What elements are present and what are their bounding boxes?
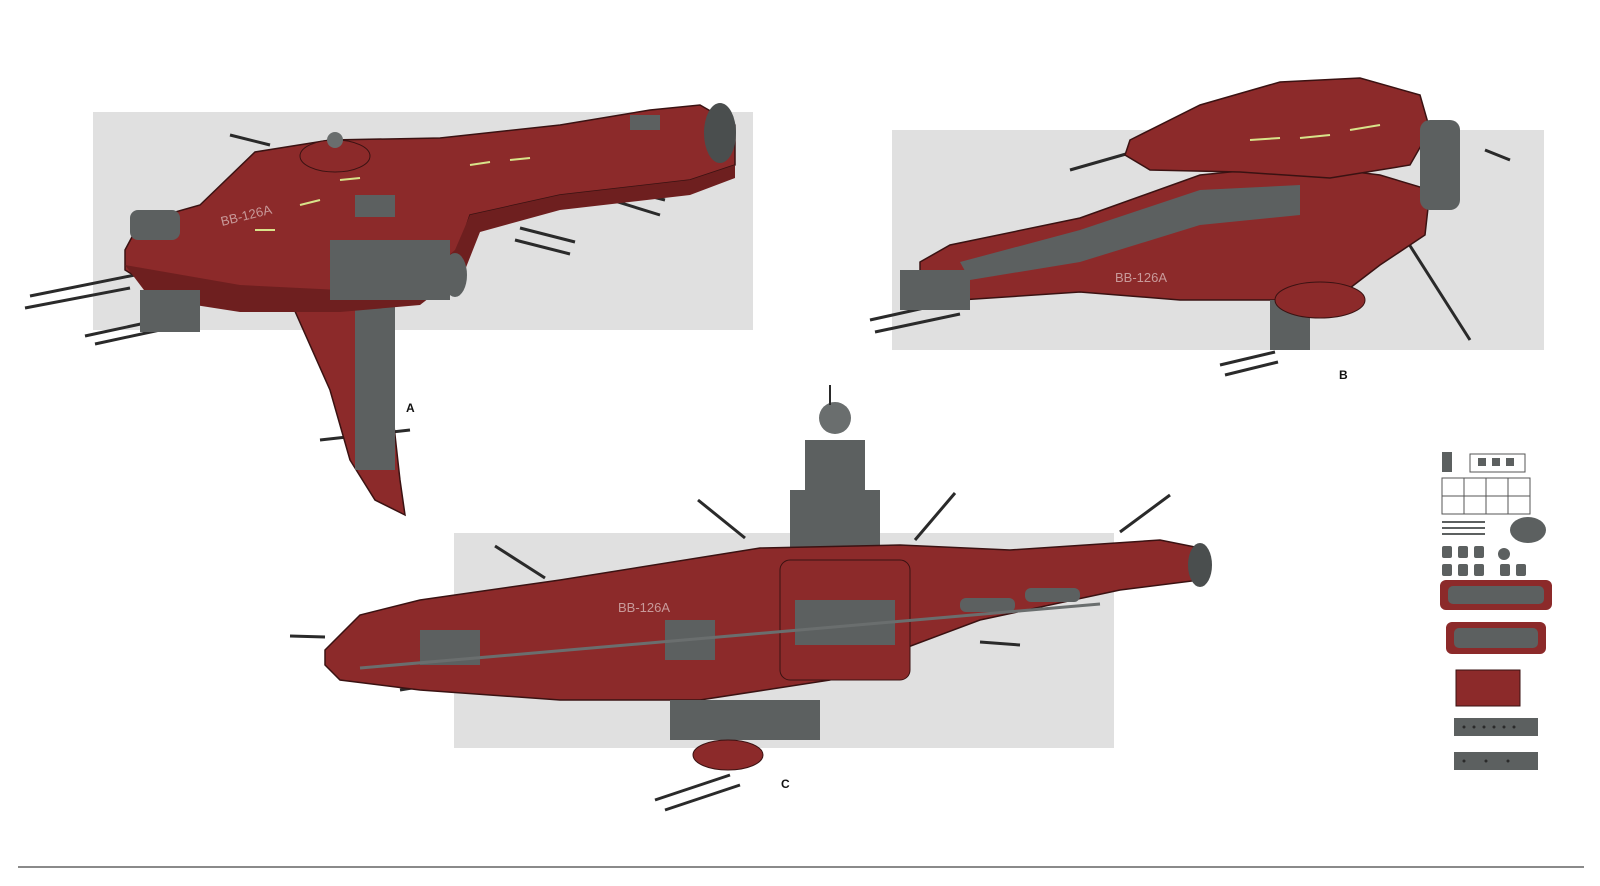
view-label-b: B — [1339, 368, 1348, 382]
kit-grey-strip-1 — [1454, 718, 1538, 736]
kit-grid-panel — [1441, 453, 1531, 515]
ship-b-window-lights — [1249, 124, 1381, 141]
kit-panel-swatch-2-inner — [1454, 628, 1538, 648]
ship-a-lower-pods — [140, 290, 200, 332]
ship-a-side-engine — [443, 253, 467, 297]
ship-c-tower-mid — [805, 440, 865, 495]
ship-c-hull-marking: BB-126A — [618, 600, 670, 615]
kit-grid-dots — [1478, 458, 1514, 466]
ship-c-engine-bell — [1188, 543, 1212, 587]
material-reference-kit — [1440, 452, 1552, 770]
kit-panel-swatch-1-inner — [1448, 586, 1544, 604]
ship-c-window-2 — [1025, 588, 1080, 602]
ship-c-keel-pods — [670, 700, 820, 740]
ship-a-engine-bell — [704, 103, 736, 163]
ship-a-turret-1 — [355, 195, 395, 217]
ship-b-hull-marking: BB-126A — [1115, 270, 1167, 285]
ship-c-window-1 — [960, 598, 1015, 612]
view-label-c: C — [781, 777, 790, 791]
kit-grey-strip-2 — [1454, 752, 1538, 770]
ship-a-mid-machinery — [330, 240, 450, 300]
ship-b-keel-bulge — [1274, 281, 1366, 319]
kit-strip-dots — [1462, 725, 1516, 763]
kit-grey-chip — [1442, 452, 1452, 472]
ship-a-sensor-ball — [327, 132, 343, 148]
ship-b-grey-deck — [960, 185, 1300, 280]
ship-a-window-lights — [255, 157, 531, 231]
ship-c-hull-stripe — [359, 602, 1101, 670]
ship-c-hull — [324, 539, 1201, 701]
ship-a-turret-2 — [630, 115, 660, 130]
ship-c-keel-bulb — [692, 739, 764, 771]
ship-c-tower-top — [819, 402, 851, 434]
kit-dome-chip — [1510, 517, 1546, 543]
ship-b-stern-machinery — [900, 270, 970, 310]
ship-a-keel-machinery — [355, 300, 395, 470]
ship-a-stern-turret — [130, 210, 180, 240]
view-label-a: A — [406, 401, 415, 415]
bottom-divider — [18, 866, 1584, 868]
ship-a-deck-shade — [125, 165, 735, 312]
kit-stripes — [1442, 521, 1485, 535]
kit-small-parts — [1442, 546, 1526, 576]
ship-b-engine-block — [1420, 120, 1460, 210]
kit-red-swatch — [1455, 669, 1521, 707]
